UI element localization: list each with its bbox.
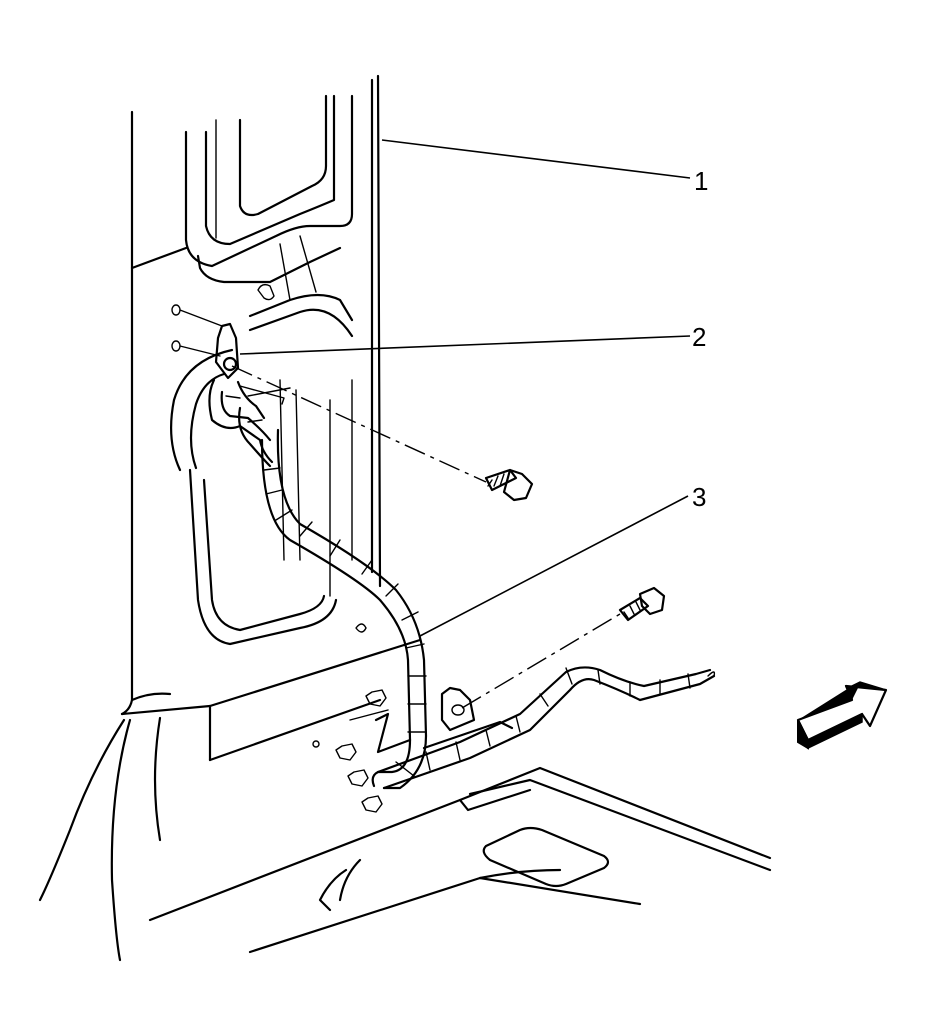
bolt-upper <box>484 468 534 502</box>
wiring-harness <box>208 322 716 790</box>
upper-bolt-path <box>231 365 487 483</box>
bolt-lower <box>618 586 666 622</box>
body-pillar <box>38 74 772 962</box>
callout-1: 1 <box>694 166 708 196</box>
leader-line-1 <box>381 139 691 179</box>
lower-bolt-path <box>461 613 621 709</box>
leader-line-3 <box>419 495 689 637</box>
callout-2: 2 <box>692 322 706 352</box>
leader-line-2 <box>239 335 691 355</box>
forward-arrow-icon <box>796 681 888 750</box>
callout-3: 3 <box>692 482 706 512</box>
